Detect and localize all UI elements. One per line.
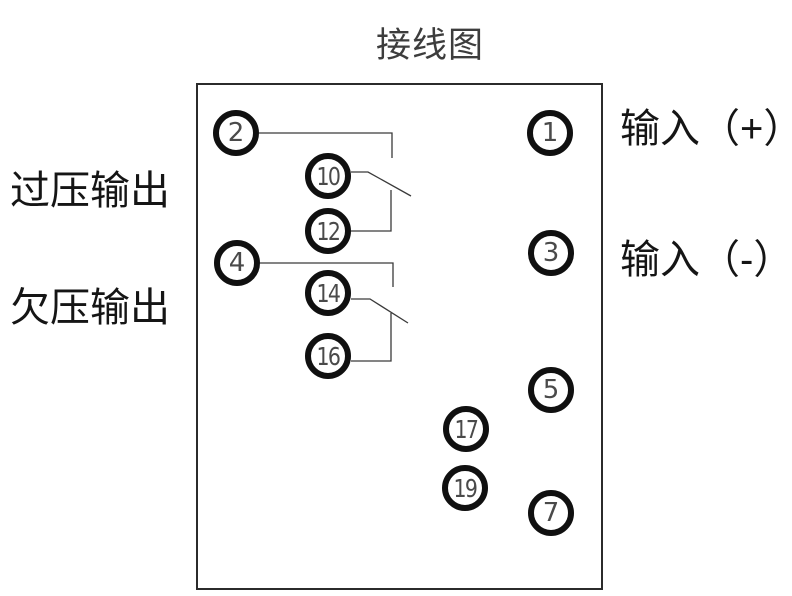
terminal-5: 5	[528, 367, 574, 413]
label-input-negative: 输入（-）	[620, 238, 792, 282]
label-input-positive: 输入（+）	[620, 107, 792, 151]
terminal-14: 14	[305, 270, 351, 316]
terminal-number: 12	[316, 216, 341, 246]
terminal-number: 3	[542, 238, 560, 268]
terminal-number: 16	[316, 341, 341, 371]
terminal-7: 7	[528, 490, 574, 536]
terminal-number: 1	[541, 118, 559, 148]
terminal-4: 4	[214, 240, 260, 286]
terminal-number: 2	[227, 118, 245, 148]
diagram-title: 接线图	[375, 26, 484, 65]
terminal-number: 19	[453, 473, 478, 503]
terminal-12: 12	[305, 208, 351, 254]
terminal-box-outline	[196, 83, 603, 590]
label-undervoltage-output: 欠压输出	[10, 286, 170, 330]
terminal-number: 10	[316, 161, 341, 191]
label-overvoltage-output: 过压输出	[10, 169, 170, 213]
terminal-number: 4	[228, 248, 246, 278]
terminal-3: 3	[528, 230, 574, 276]
terminal-17: 17	[443, 406, 489, 452]
terminal-number: 5	[542, 375, 560, 405]
terminal-number: 7	[542, 498, 560, 528]
terminal-19: 19	[442, 465, 488, 511]
terminal-2: 2	[213, 110, 259, 156]
terminal-10: 10	[305, 153, 351, 199]
terminal-number: 17	[454, 414, 479, 444]
terminal-1: 1	[527, 110, 573, 156]
terminal-number: 14	[316, 278, 341, 308]
terminal-16: 16	[305, 333, 351, 379]
